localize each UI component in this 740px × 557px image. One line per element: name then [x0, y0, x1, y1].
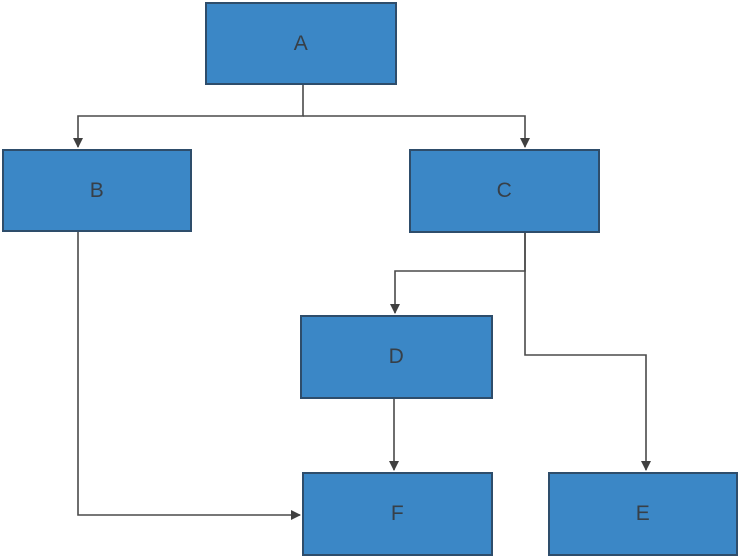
node-b-label: B — [89, 178, 105, 202]
node-c-label: C — [496, 179, 513, 202]
node-e-label: E — [635, 502, 651, 525]
edge-a-to-b — [73, 85, 304, 148]
node-a-label: A — [293, 31, 309, 55]
node-e[interactable]: E — [548, 472, 738, 556]
node-d-label: D — [388, 345, 405, 368]
node-b[interactable]: B — [2, 149, 192, 232]
edge-c-to-d — [390, 233, 526, 314]
edge-a-to-c — [303, 115, 530, 148]
node-a[interactable]: A — [205, 2, 397, 85]
node-d[interactable]: D — [300, 315, 493, 399]
node-c[interactable]: C — [409, 149, 600, 233]
edge-b-to-f — [77, 232, 301, 520]
node-f-label: F — [390, 502, 405, 525]
node-f[interactable]: F — [302, 472, 493, 556]
edge-c-to-e — [524, 233, 651, 471]
